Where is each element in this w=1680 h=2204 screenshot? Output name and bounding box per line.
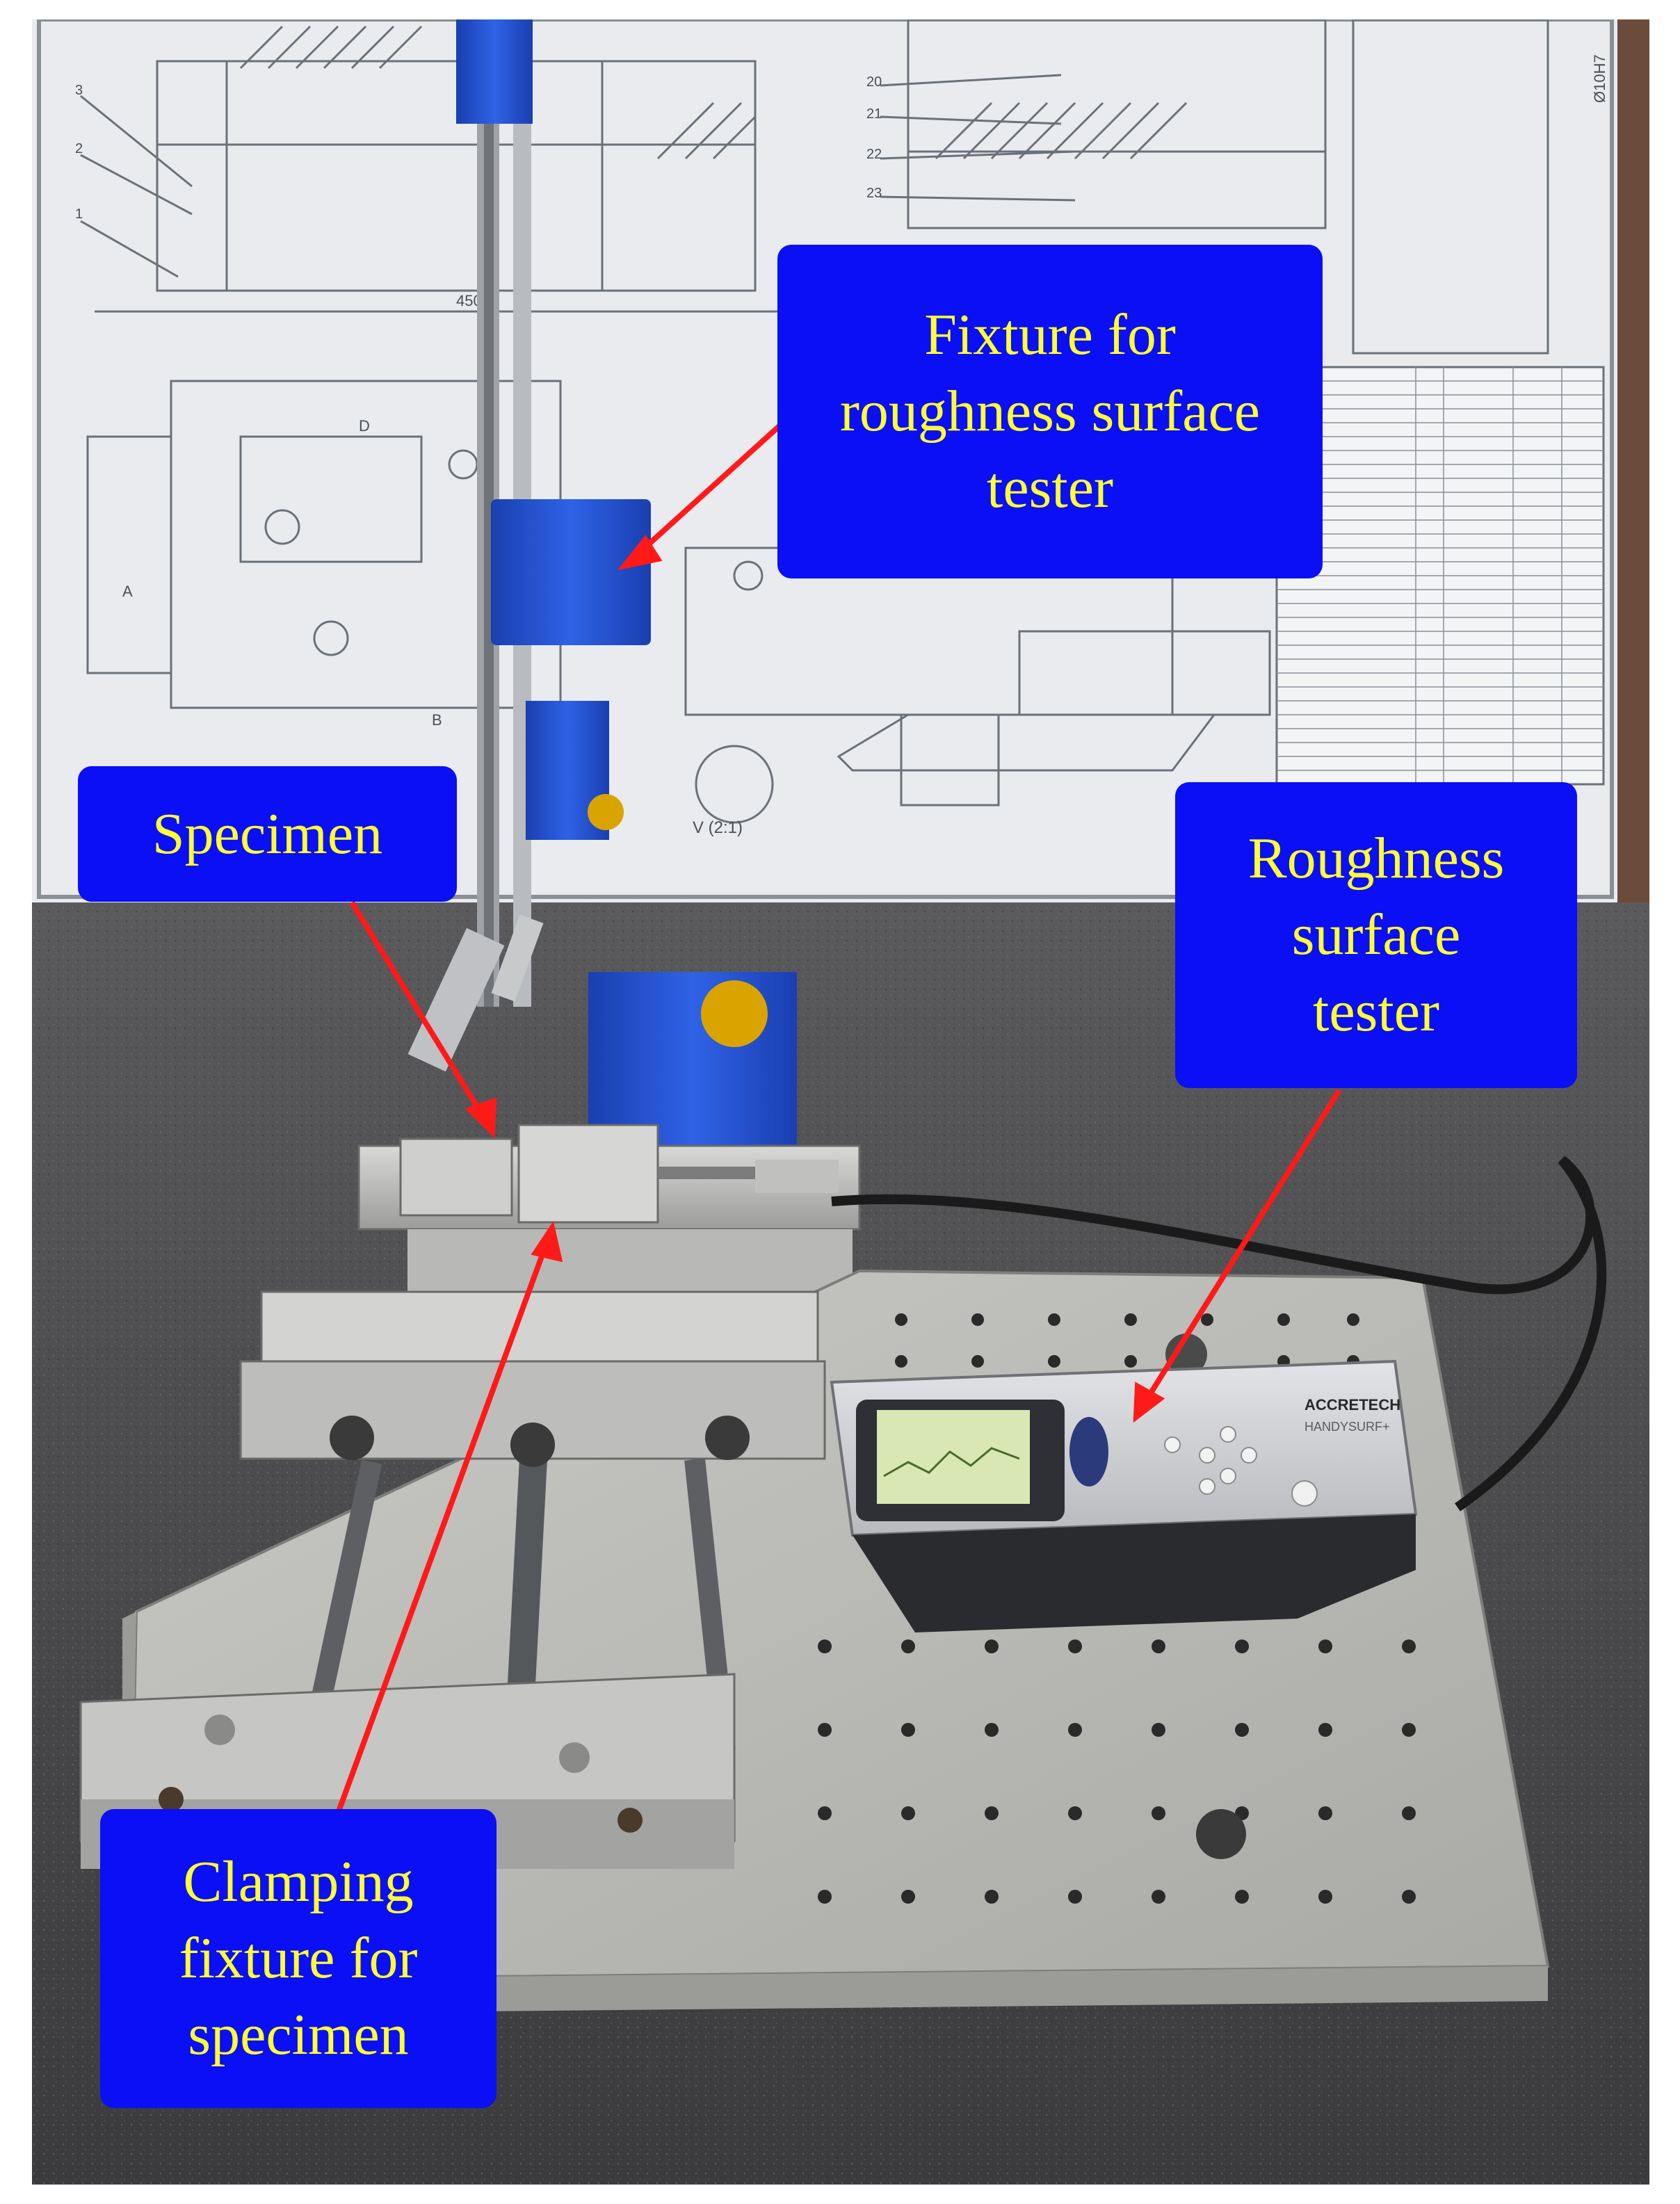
callout-clamping-fixture: Clamping fixture for specimen: [100, 1809, 496, 2108]
callout-specimen: Specimen: [78, 766, 457, 902]
arrow-clamping: [335, 1242, 549, 1815]
part-number-1: 1: [75, 206, 83, 222]
tester-cable: [831, 1156, 1607, 1512]
roughness-tester-device: ACCRETECH HANDYSURF+: [830, 1359, 1418, 1632]
callout-tester-line-1: Roughness: [1247, 826, 1505, 891]
section-d-label: D: [359, 417, 370, 435]
device-model-label: HANDYSURF+: [1305, 1420, 1390, 1434]
arrow-specimen: [349, 900, 487, 1120]
arrow-tester-head: [1133, 1381, 1165, 1423]
parts-list-table: [1275, 366, 1605, 786]
arrow-tester: [1142, 1088, 1342, 1405]
part-number-20: 20: [866, 74, 882, 90]
tester-stand: [407, 19, 797, 1153]
part-number-2: 2: [75, 141, 83, 156]
callout-fixture-line-2: roughness surface: [839, 379, 1261, 444]
device-brand-label: ACCRETECH: [1305, 1396, 1400, 1413]
callout-fixture-line-1: Fixture for: [924, 302, 1176, 367]
arrow-fixture-head: [617, 535, 663, 571]
callout-clamping-line-1: Clamping: [183, 1849, 414, 1914]
section-a-label: A: [122, 583, 133, 600]
part-number-21: 21: [866, 106, 882, 122]
callout-fixture-for-tester: Fixture for roughness surface tester: [777, 245, 1323, 578]
view-label: V (2:1): [693, 818, 743, 837]
specimen-vise: [357, 1124, 861, 1299]
callout-specimen-line-1: Specimen: [152, 801, 383, 866]
plate-holes: [818, 1313, 1416, 1904]
callout-tester-line-2: surface: [1291, 902, 1461, 967]
part-number-23: 23: [866, 186, 882, 201]
callout-clamping-line-3: specimen: [188, 2002, 409, 2067]
part-number-22: 22: [866, 147, 882, 162]
part-number-3: 3: [75, 83, 83, 98]
callout-tester-line-3: tester: [1313, 979, 1439, 1044]
callout-roughness-tester: Roughness surface tester: [1175, 782, 1577, 1088]
callout-fixture-line-3: tester: [987, 455, 1113, 520]
callout-clamping-line-2: fixture for: [179, 1926, 418, 1991]
arrow-clamping-head: [531, 1221, 563, 1263]
section-b-label: B: [432, 711, 442, 729]
drawing-linework: [80, 19, 1549, 824]
arrow-specimen-head: [465, 1097, 497, 1139]
annotation-arrows: [335, 421, 1342, 1815]
tolerance-label: Ø10H7: [1591, 54, 1608, 103]
arrow-fixture: [635, 421, 785, 557]
tester-screen: [877, 1410, 1030, 1504]
